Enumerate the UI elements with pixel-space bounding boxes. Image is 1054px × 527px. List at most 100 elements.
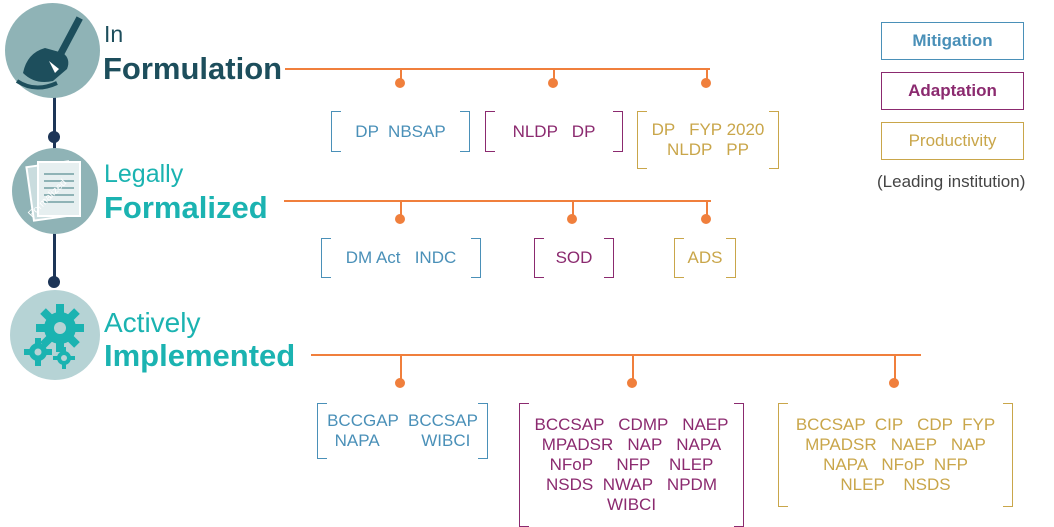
bracket-edge — [331, 151, 341, 152]
formulation-stem-adaptation — [553, 69, 555, 82]
legend-productivity: Productivity — [881, 122, 1024, 160]
bracket-edge — [1012, 403, 1013, 507]
formalized-stem-productivity — [706, 201, 708, 216]
bracket-edge — [485, 111, 495, 112]
bracket-edge — [471, 277, 481, 278]
bracket-edge — [778, 403, 779, 507]
bracket-edge — [317, 403, 327, 404]
stage-formulation-line1: In — [104, 21, 124, 47]
stage-formalized-line1: Legally — [104, 160, 184, 188]
formulation-stem-productivity — [706, 69, 708, 82]
bracket-edge — [480, 238, 481, 278]
box-line: BCCGAP BCCSAP — [327, 411, 478, 430]
bracket-edge — [778, 403, 788, 404]
legend-note: (Leading institution) — [877, 172, 1026, 191]
formulation-dot-mitigation — [395, 78, 405, 88]
bracket-edge — [534, 238, 535, 278]
bracket-edge — [734, 403, 744, 404]
bracket-edge — [478, 458, 488, 459]
bracket-edge — [460, 111, 470, 112]
box-formulation-adaptation: NLDP DP — [485, 111, 623, 152]
formalized-dot-adaptation — [567, 214, 577, 224]
stage-formulation-line2: Formulation — [103, 51, 283, 86]
formulation-stem-mitigation — [400, 69, 402, 82]
bracket-edge — [778, 506, 788, 507]
formalized-document-icon: Formalized — [25, 160, 81, 222]
bracket-edge — [485, 111, 486, 152]
implemented-stem-adaptation — [632, 355, 634, 380]
stage-formalized-icon: Formalized — [12, 148, 98, 234]
bracket-edge — [317, 458, 327, 459]
bracket-edge — [534, 277, 544, 278]
stage-formalized-line2: Formalized — [104, 190, 268, 225]
bracket-edge — [743, 403, 744, 527]
box-line: DM Act INDC — [345, 248, 457, 267]
bracket-edge — [321, 277, 331, 278]
box-formalized-adaptation: SOD — [534, 238, 614, 278]
box-line: DP FYP 2020 — [651, 120, 765, 139]
implemented-branch-line — [311, 354, 921, 356]
stage-implemented-icon — [10, 290, 100, 380]
box-line: NFoP NFP NLEP — [549, 455, 714, 474]
formalized-stem-mitigation — [400, 201, 402, 216]
bracket-edge — [726, 277, 736, 278]
box-line: BCCSAP CIP CDP FYP — [795, 415, 996, 434]
bracket-edge — [637, 111, 638, 169]
timeline-dot — [48, 131, 60, 143]
box-line: NSDS NWAP NPDM — [546, 475, 717, 494]
bracket-edge — [613, 238, 614, 278]
formalized-stem-adaptation — [572, 201, 574, 216]
bracket-edge — [674, 238, 675, 278]
bracket-edge — [519, 403, 520, 527]
bracket-edge — [487, 403, 488, 459]
bracket-edge — [613, 111, 623, 112]
bracket-edge — [613, 151, 623, 152]
box-line: NAPA WIBCI — [334, 431, 471, 450]
box-line: MPADSR NAEP NAP — [805, 435, 986, 454]
box-line: BCCSAP CDMP NAEP — [534, 415, 729, 434]
formulation-dot-productivity — [701, 78, 711, 88]
pen-hand-icon — [15, 16, 83, 90]
implemented-stem-mitigation — [400, 355, 402, 380]
box-formalized-productivity: ADS — [674, 238, 736, 278]
bracket-edge — [317, 403, 318, 459]
bracket-edge — [331, 111, 341, 112]
bracket-edge — [469, 111, 470, 152]
box-line: WIBCI — [606, 495, 657, 514]
bracket-edge — [637, 111, 647, 112]
stage-implemented-line1: Actively — [104, 307, 201, 338]
box-formulation-mitigation: DP NBSAP — [331, 111, 470, 152]
formalized-dot-productivity — [701, 214, 711, 224]
box-line: NLDP DP — [512, 121, 596, 141]
bracket-edge — [321, 238, 331, 239]
bracket-edge — [519, 403, 529, 404]
bracket-edge — [778, 111, 779, 169]
formalized-dot-mitigation — [395, 214, 405, 224]
box-line: DP NBSAP — [355, 121, 446, 141]
formulation-branch-line — [285, 68, 710, 70]
bracket-edge — [769, 111, 779, 112]
bracket-edge — [331, 111, 332, 152]
bracket-edge — [769, 168, 779, 169]
bracket-edge — [674, 238, 684, 239]
box-formalized-mitigation: DM Act INDC — [321, 238, 481, 278]
bracket-edge — [604, 238, 614, 239]
implemented-dot-productivity — [889, 378, 899, 388]
legend-mitigation: Mitigation — [881, 22, 1024, 60]
box-line: NLDP PP — [667, 140, 749, 159]
bracket-edge — [674, 277, 684, 278]
bracket-edge — [485, 151, 495, 152]
implemented-dot-mitigation — [395, 378, 405, 388]
gears-icon — [24, 304, 84, 369]
bracket-edge — [471, 238, 481, 239]
box-line: NLEP NSDS — [840, 475, 951, 494]
formalized-branch-line — [284, 200, 711, 202]
bracket-edge — [321, 238, 322, 278]
bracket-edge — [534, 238, 544, 239]
bracket-edge — [460, 151, 470, 152]
bracket-edge — [478, 403, 488, 404]
bracket-edge — [735, 238, 736, 278]
bracket-edge — [1003, 403, 1013, 404]
